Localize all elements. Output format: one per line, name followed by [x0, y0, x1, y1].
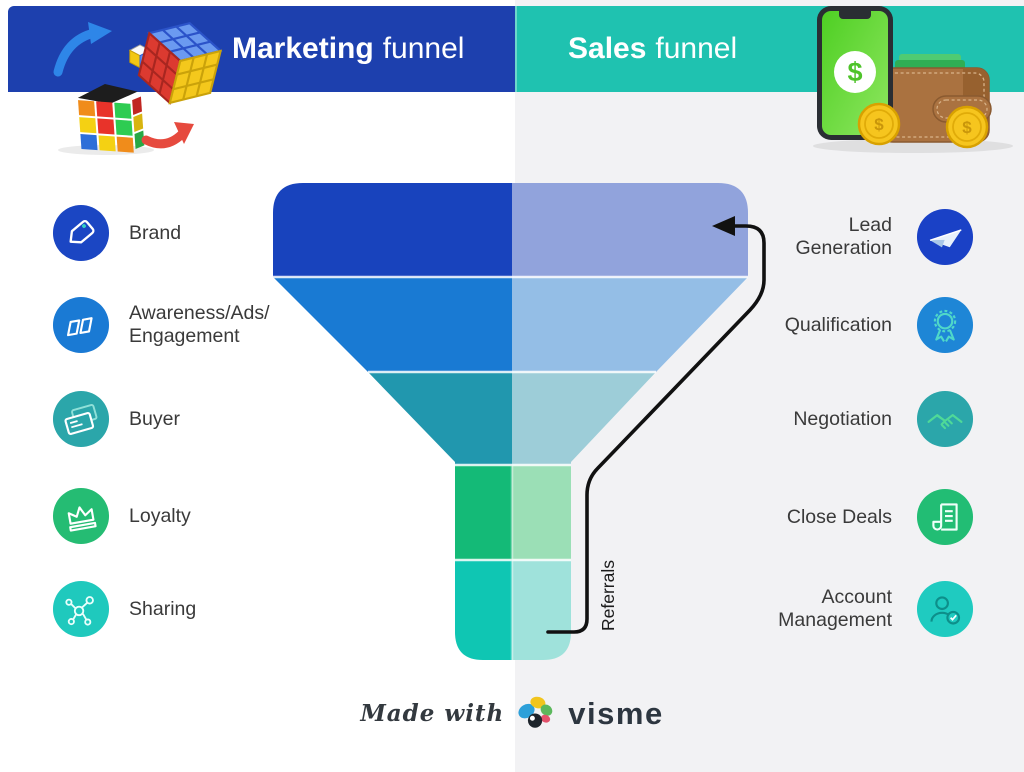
tag-icon — [52, 204, 110, 262]
stage-label: Awareness/Ads/ Engagement — [129, 302, 270, 347]
stage-label: Buyer — [129, 407, 180, 430]
sales-funnel-title: Sales funnel — [568, 31, 737, 67]
marketing-funnel-title: Marketing funnel — [232, 31, 464, 67]
funnel-stage5-left — [455, 560, 512, 660]
funnel-stage1-left — [273, 183, 512, 277]
stage-label: Account Management — [778, 586, 892, 631]
sales-row-negotiation: Negotiation — [700, 390, 974, 448]
funnel-stage4-left — [455, 465, 512, 560]
stage-label: Brand — [129, 221, 182, 244]
referrals-arrow — [546, 216, 766, 634]
funnel-stage3-right — [512, 372, 656, 465]
credit-card-icon — [52, 390, 110, 448]
stage-label: Loyalty — [129, 504, 191, 527]
funnel-stage2-left — [273, 277, 512, 372]
stage-label: Qualification — [784, 313, 892, 336]
crown-icon — [52, 487, 110, 545]
sales-row-lead-generation: Lead Generation — [700, 208, 974, 266]
funnel-stage2-right — [512, 277, 748, 372]
funnel-stage5-right — [512, 560, 571, 660]
funnel-stage-dividers — [273, 275, 748, 660]
person-check-icon — [916, 580, 974, 638]
marketing-title-regular: funnel — [382, 32, 465, 65]
sales-row-qualification: Qualification — [700, 296, 974, 354]
referrals-label: Referrals — [598, 560, 618, 631]
arrowhead-icon — [712, 216, 735, 236]
stage-label: Close Deals — [786, 505, 892, 528]
made-with-visme-footer: Made with visme — [0, 694, 1024, 732]
marketing-row-buyer: Buyer — [52, 390, 180, 448]
marketing-row-loyalty: Loyalty — [52, 487, 191, 545]
visme-logo-icon — [518, 696, 553, 728]
stage-label: Sharing — [129, 597, 197, 620]
handshake-icon — [916, 390, 974, 448]
stage-label: Negotiation — [793, 407, 892, 430]
funnel-stage1-right — [512, 183, 748, 277]
marketing-row-sharing: Sharing — [52, 580, 196, 638]
marketing-row-awareness: Awareness/Ads/ Engagement — [52, 296, 270, 354]
quotes-icon — [52, 296, 110, 354]
sales-title-regular: funnel — [655, 32, 738, 65]
sales-title-bold: Sales — [568, 32, 647, 65]
visme-brand-text: visme — [568, 695, 664, 731]
funnel-stage3-left — [368, 372, 512, 465]
funnel-stage4-right — [512, 465, 571, 560]
contract-document-icon — [916, 488, 974, 546]
sales-row-close-deals: Close Deals — [700, 488, 974, 546]
sales-row-account-management: Account Management — [700, 580, 974, 638]
share-network-icon — [52, 580, 110, 638]
award-ribbon-icon — [916, 296, 974, 354]
marketing-title-bold: Marketing — [232, 32, 374, 65]
made-with-label: Made with — [360, 699, 505, 727]
paper-plane-icon — [916, 208, 974, 266]
marketing-row-brand: Brand — [52, 204, 181, 262]
stage-label: Lead Generation — [795, 214, 892, 259]
